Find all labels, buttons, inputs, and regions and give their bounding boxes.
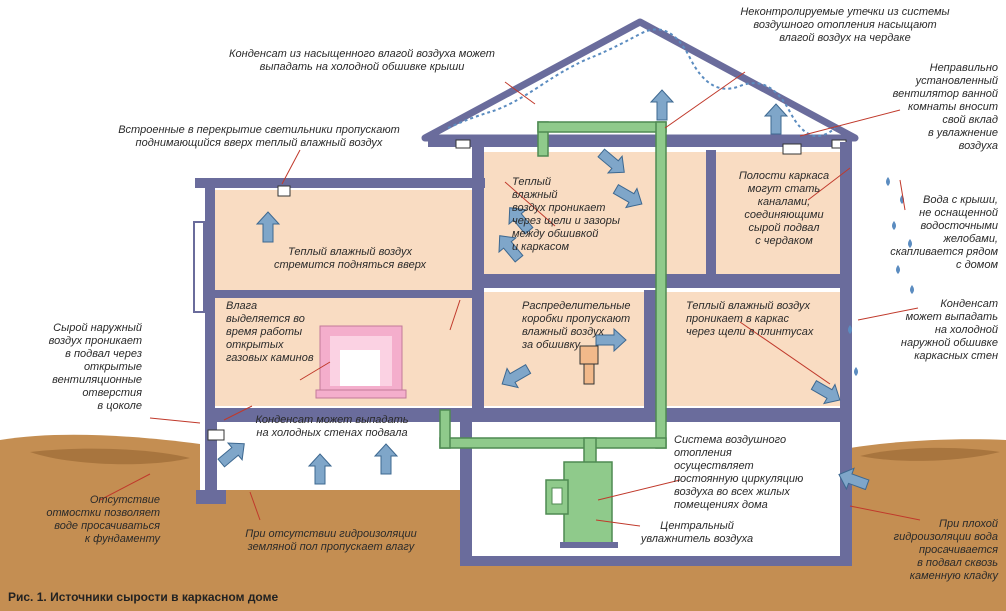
airflow-arrow	[255, 211, 281, 243]
label-warm-cracks: Теплый влажный воздух проникает через ще…	[512, 176, 620, 253]
water-drop	[908, 239, 912, 248]
room-mid-right	[656, 292, 840, 406]
water-drop	[854, 367, 858, 376]
roof-vent-left	[455, 139, 471, 149]
water-drop	[910, 285, 914, 294]
walls	[195, 142, 852, 566]
roof	[421, 18, 859, 142]
airflow-arrow	[612, 183, 643, 209]
label-heating-system: Система воздушного отопления осуществляе…	[674, 434, 804, 511]
label-no-waterproofing: При отсутствии гидроизоляции земляной по…	[245, 528, 417, 553]
label-basement-condensate: Конденсат может выпадать на холодных сте…	[255, 414, 409, 439]
label-ext-condensate: Конденсат может выпадать на холодной нар…	[900, 298, 998, 362]
airflow-arrow	[373, 443, 399, 475]
figure-caption: Рис. 1. Источники сырости в каркасном до…	[8, 590, 279, 604]
airflow-arrow	[508, 207, 534, 235]
bath-fan-icon	[782, 143, 802, 155]
airflow-arrow	[498, 235, 524, 263]
fireplace-icon	[315, 325, 407, 399]
attic-floor	[428, 139, 852, 147]
plinth-vent	[207, 429, 225, 441]
label-bath-fan: Неправильно установленный вентилятор ван…	[892, 62, 998, 152]
room-upper-right	[716, 152, 840, 274]
heating-ducts	[439, 121, 667, 469]
distribution-box	[579, 345, 599, 385]
ground-right	[850, 439, 1006, 611]
humidifier-unit	[545, 461, 618, 548]
airflow-arrow	[810, 379, 841, 405]
label-poor-waterproofing: При плохой гидроизоляции вода просачивае…	[893, 518, 998, 582]
leader-lines	[99, 71, 921, 527]
water-drop	[892, 221, 896, 230]
left-window	[193, 221, 205, 313]
label-roof-condensate: Конденсат из насыщенного влагой воздуха …	[229, 48, 495, 73]
label-roof-water: Вода с крыши, не оснащенной водосточными…	[890, 194, 998, 271]
airflow-arrow	[649, 89, 675, 121]
water-drop	[886, 177, 890, 186]
airflow-arrow	[307, 453, 333, 485]
airflow-arrow	[217, 442, 245, 468]
airflow-arrow	[763, 103, 789, 135]
label-humidifier: Центральный увлажнитель воздуха	[640, 520, 754, 545]
roof-condensate	[447, 28, 836, 137]
airflow-arrow	[597, 148, 625, 174]
airflow-arrow	[595, 327, 627, 353]
airflow-arrows	[217, 89, 870, 491]
label-no-apron: Отсутствие отмостки позволяет воде проса…	[46, 494, 160, 545]
room-mid-center	[484, 292, 644, 406]
water-drop	[896, 265, 900, 274]
label-ceiling-lights: Встроенные в перекрытие светильники проп…	[118, 124, 400, 149]
puddle-right	[860, 447, 1000, 461]
airflow-arrow	[838, 467, 870, 491]
label-frame-cavities: Полости каркаса могут стать каналами, со…	[738, 170, 830, 247]
ground	[0, 434, 200, 611]
airflow-arrow	[501, 363, 532, 389]
room-upper-left	[214, 190, 472, 290]
label-vents: Сырой наружный воздух проникает в подвал…	[48, 322, 142, 412]
label-dist-boxes: Распределительные коробки пропускают вла…	[522, 300, 631, 351]
label-baseboards: Теплый влажный воздух проникает в каркас…	[686, 300, 814, 338]
puddle-left	[30, 448, 190, 465]
label-warm-rises: Теплый влажный воздух стремится поднятьс…	[274, 246, 426, 271]
ceiling-light	[277, 185, 291, 197]
label-leaks-attic: Неконтролируемые утечки из системы возду…	[740, 6, 950, 44]
label-fireplace: Влага выделяется во время работы открыты…	[226, 300, 314, 364]
water-drop	[848, 325, 852, 334]
